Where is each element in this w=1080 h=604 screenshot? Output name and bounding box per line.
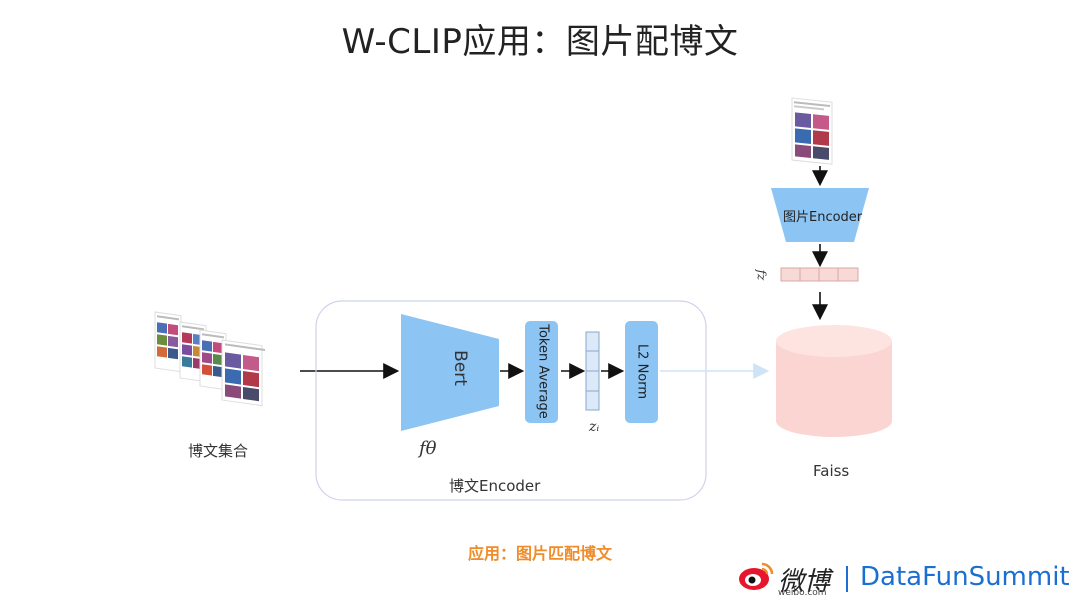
- application-caption: 应用：图片匹配博文: [467, 544, 612, 563]
- l2-norm-block: [625, 321, 658, 423]
- post-corpus-thumbnails: [154, 311, 265, 407]
- f-theta-label: fθ: [419, 438, 437, 459]
- page-title: W-CLIP应用：图片配博文: [341, 22, 739, 62]
- weibo-logo-icon: [739, 562, 774, 590]
- bert-label: Bert: [450, 350, 470, 386]
- fz-label: fz: [754, 269, 769, 281]
- text-encoder-box: [315, 300, 707, 501]
- brand-divider: [846, 566, 848, 592]
- image-encoder-block: [771, 188, 869, 242]
- image-encoder-label: 图片Encoder: [783, 210, 863, 225]
- text-encoder-label: 博文Encoder: [449, 477, 541, 495]
- l2-norm-label: L2 Norm: [634, 343, 650, 400]
- z-vector: [585, 331, 600, 411]
- token-average-block: [525, 321, 558, 423]
- faiss-database: [776, 325, 892, 437]
- weibo-domain: weibo.com: [778, 588, 827, 598]
- fz-vector: [780, 267, 859, 282]
- z-label: zᵢ: [589, 419, 600, 435]
- faiss-label: Faiss: [813, 462, 850, 480]
- corpus-label: 博文集合: [188, 442, 249, 460]
- bert-block: [401, 314, 499, 431]
- datafun-brand: DataFunSummit: [860, 562, 1070, 592]
- query-image-post-thumbnail: [791, 97, 833, 165]
- token-average-label: Token Average: [535, 324, 551, 419]
- weibo-logo-text: 微博: [778, 567, 831, 597]
